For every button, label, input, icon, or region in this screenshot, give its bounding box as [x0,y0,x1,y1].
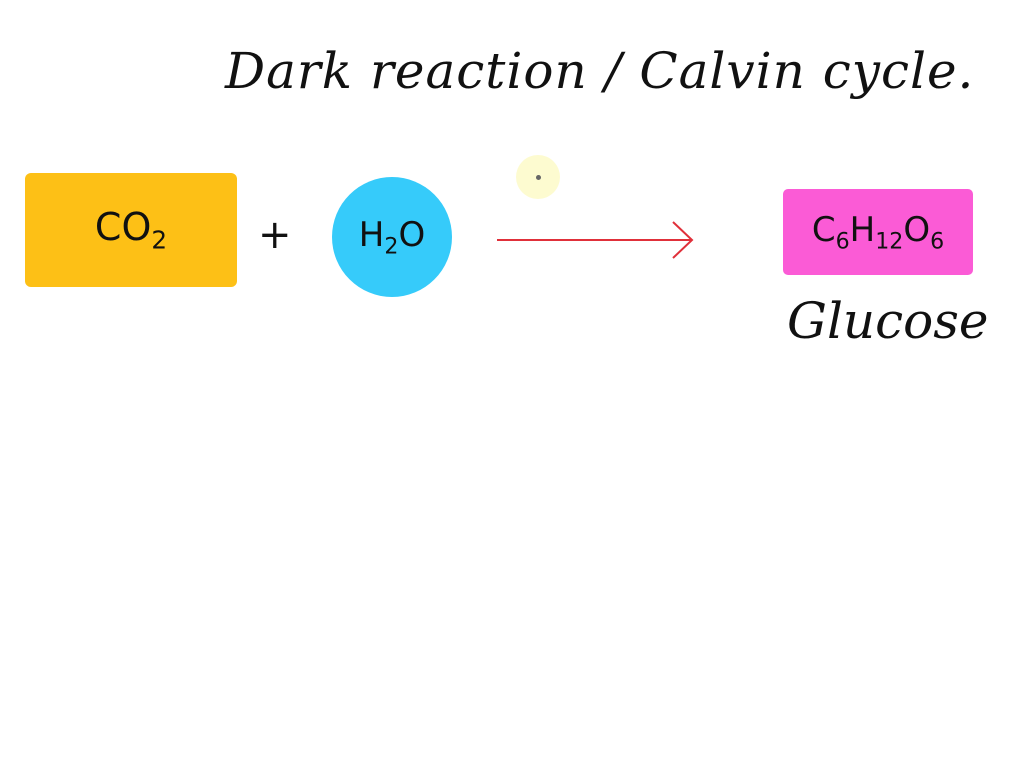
co2-box: CO2 [25,173,237,287]
glucose-label: Glucose [787,292,989,350]
glucose-box: C6H12O6 [783,189,973,275]
glucose-formula: C6H12O6 [811,209,945,255]
co2-formula: CO2 [94,205,168,255]
cursor-pointer-icon [516,155,560,199]
h2o-circle: H2O [332,177,452,297]
diagram-title: Dark reaction / Calvin cycle. [225,42,975,100]
h2o-formula: H2O [358,214,426,260]
reaction-arrow [497,221,694,259]
plus-sign: + [258,212,292,258]
